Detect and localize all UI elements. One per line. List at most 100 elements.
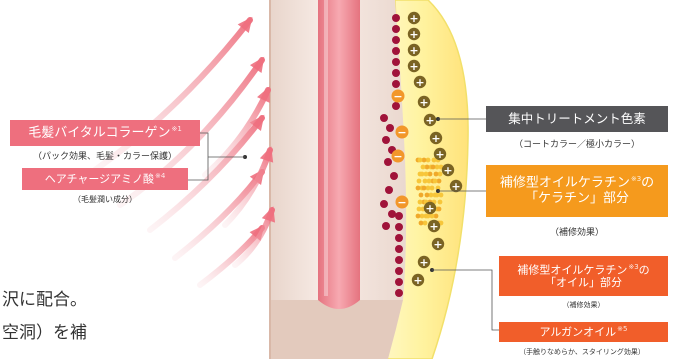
plus-particle-symbol: + <box>435 148 444 161</box>
keratin-dot <box>418 200 423 205</box>
cortex-dot <box>384 158 392 166</box>
keratin-dot <box>419 221 424 226</box>
plus-particle-symbol: + <box>409 12 418 25</box>
amino-acid-label: ヘアチャージアミノ酸 <box>45 173 154 186</box>
keratin-dot <box>418 158 423 163</box>
argan-oil-note: ※5 <box>617 325 627 333</box>
cortex-dot <box>382 222 390 230</box>
plus-particle-symbol: + <box>431 132 440 145</box>
cortex-dot <box>386 124 394 132</box>
plus-particle-symbol: + <box>409 60 418 73</box>
argan-oil-label-box: アルガンオイル※5 <box>499 322 668 342</box>
plus-particle: + <box>408 60 420 73</box>
collagen-sub-label: （パック効果、毛髪・カラー保護） <box>10 149 200 162</box>
keratin-dot <box>416 186 421 191</box>
treatment-dye-label-box: 集中トリートメント色素 <box>486 106 668 132</box>
cortex-dot <box>395 256 403 264</box>
collagen-label-box: 毛髪バイタルコラーゲン※1 <box>10 120 200 146</box>
minus-particle: − <box>392 90 405 104</box>
plus-particle: + <box>412 274 424 287</box>
keratin-dot <box>419 193 424 198</box>
plus-particle: + <box>414 76 426 89</box>
minus-particle-symbol: − <box>397 196 406 209</box>
keratin-dot <box>431 165 436 170</box>
plus-particle-symbol: + <box>415 76 424 89</box>
collagen-label: 毛髪バイタルコラーゲン <box>28 125 170 140</box>
keratin-dot <box>416 214 421 219</box>
cortex-dot <box>392 80 400 88</box>
keratin-dot <box>434 172 439 177</box>
oil-sub-label: （補修効果） <box>499 300 668 310</box>
amino-acid-label-box: ヘアチャージアミノ酸※4 <box>22 168 188 190</box>
minus-particle-symbol: − <box>393 150 402 163</box>
cortex-dot <box>390 172 398 180</box>
cortex-dot <box>392 25 400 33</box>
arrow-stroke <box>205 90 268 175</box>
minus-particle: − <box>396 196 409 210</box>
argan-oil-sub-label: （手触りなめらか、スタイリング効果） <box>492 347 672 357</box>
keratin-dot <box>435 193 440 198</box>
plus-particle: + <box>432 238 444 251</box>
keratin-dot <box>417 207 422 212</box>
plus-particle: + <box>408 44 420 57</box>
plus-particle-symbol: + <box>409 44 418 57</box>
minus-particle: − <box>392 150 405 164</box>
cortex-dot <box>395 289 403 297</box>
cortex-dot <box>395 223 403 231</box>
plus-particle-symbol: + <box>443 164 452 177</box>
plus-particle: + <box>424 114 436 127</box>
keratin-line1-end: の <box>641 176 654 191</box>
cortex-dot <box>388 210 396 218</box>
amino-acid-note: ※4 <box>155 172 165 180</box>
arrow-head <box>260 146 273 162</box>
cortex-dot <box>380 114 388 122</box>
background-text-line2: 空洞）を補 <box>2 318 87 343</box>
keratin-line2: 「ケラチン」部分 <box>525 192 629 207</box>
keratin-dot <box>420 172 425 177</box>
plus-particle: + <box>434 148 446 161</box>
oil-note: ※3 <box>628 263 638 271</box>
amino-acid-sub-label: （毛髪潤い成分） <box>22 194 188 205</box>
cortex-dot <box>385 186 393 194</box>
plus-particle-symbol: + <box>419 96 428 109</box>
cortex-dot <box>395 278 403 286</box>
minus-particle-symbol: − <box>393 90 402 103</box>
keratin-dot <box>417 179 422 184</box>
cortex-dot <box>395 267 403 275</box>
oil-line2: 「オイル」部分 <box>545 277 622 290</box>
plus-particle-symbol: + <box>413 274 422 287</box>
keratin-dot <box>421 165 426 170</box>
oil-line1: 補修型オイルケラチン <box>517 263 627 276</box>
cortex-dot <box>392 58 400 66</box>
cortex-dot <box>392 47 400 55</box>
keratin-dot <box>438 200 443 205</box>
plus-particle-symbol: + <box>429 220 438 233</box>
keratin-dot <box>437 207 442 212</box>
keratin-dot <box>433 179 438 184</box>
oil-line1-end: の <box>639 263 650 276</box>
keratin-dot <box>422 186 427 191</box>
plus-particle: + <box>428 220 440 233</box>
keratin-sub-label: （補修効果） <box>486 225 668 238</box>
cortex-dot <box>395 245 403 253</box>
cortex-dot <box>392 69 400 77</box>
keratin-note: ※3 <box>631 175 641 183</box>
keratin-part-label-box: 補修型オイルケラチン※3の 「ケラチン」部分 <box>486 165 668 217</box>
plus-particle: + <box>408 28 420 41</box>
argan-oil-label: アルガンオイル <box>540 326 617 339</box>
background-text-line1: 沢に配合。 <box>2 285 87 310</box>
plus-particle: + <box>408 12 420 25</box>
minus-particle-symbol: − <box>397 126 406 139</box>
arrow-stroke <box>200 228 262 285</box>
keratin-dot <box>425 193 430 198</box>
keratin-dot <box>423 179 428 184</box>
plus-particle-symbol: + <box>409 28 418 41</box>
arrow-head <box>262 206 275 222</box>
cortex-dot <box>392 14 400 22</box>
plus-particle-symbol: + <box>433 238 442 251</box>
oil-part-label-box: 補修型オイルケラチン※3の 「オイル」部分 <box>499 256 668 296</box>
plus-particle: + <box>424 202 436 215</box>
cortex-dot <box>392 36 400 44</box>
plus-particle: + <box>430 132 442 145</box>
collagen-note: ※1 <box>171 125 181 133</box>
